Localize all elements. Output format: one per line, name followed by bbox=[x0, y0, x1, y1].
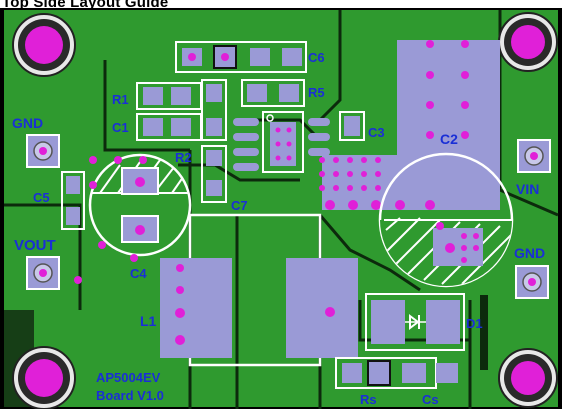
r2-footprint bbox=[201, 79, 227, 141]
d1-footprint bbox=[365, 293, 465, 351]
label-board-line2: Board V1.0 bbox=[96, 388, 164, 403]
label-c2: C2 bbox=[440, 131, 458, 147]
label-l1: L1 bbox=[140, 313, 157, 329]
gnd-terminal-right bbox=[515, 265, 549, 299]
label-vin: VIN bbox=[516, 181, 539, 197]
c5-footprint bbox=[61, 171, 85, 230]
gap-block bbox=[480, 295, 488, 370]
c2-neg-vias bbox=[436, 222, 479, 263]
label-d1: D1 bbox=[466, 316, 483, 331]
c2-input-pad bbox=[322, 40, 500, 210]
label-r5: R5 bbox=[308, 85, 325, 100]
mounting-hole-bottom-right bbox=[498, 348, 558, 408]
page-title: Top Side Layout Guide bbox=[2, 0, 169, 11]
l1-pad-right bbox=[286, 258, 358, 358]
ic-footprint bbox=[233, 111, 330, 173]
label-r1: R1 bbox=[112, 92, 129, 107]
l1-pad-left bbox=[160, 258, 232, 358]
l1-vias bbox=[175, 264, 335, 345]
label-vout: VOUT bbox=[14, 237, 56, 254]
label-c5: C5 bbox=[33, 190, 50, 205]
c4-vias bbox=[74, 156, 170, 284]
rs-cs-footprints bbox=[335, 357, 458, 389]
label-rs: Rs bbox=[360, 392, 377, 407]
label-gnd-right: GND bbox=[514, 245, 545, 261]
mounting-hole-top-right bbox=[498, 12, 558, 72]
r5-footprint bbox=[241, 79, 305, 107]
label-c1: C1 bbox=[112, 120, 129, 135]
label-cs: Cs bbox=[422, 392, 439, 407]
vin-terminal bbox=[517, 139, 551, 173]
c2-via-array bbox=[319, 40, 469, 210]
mounting-hole-bottom-left bbox=[12, 346, 76, 409]
label-c7: C7 bbox=[231, 198, 248, 213]
label-board-line1: AP5004EV bbox=[96, 370, 161, 385]
label-c3: C3 bbox=[368, 125, 385, 140]
label-gnd-left: GND bbox=[12, 115, 43, 131]
mounting-hole-top-left bbox=[12, 13, 76, 77]
vout-terminal bbox=[26, 256, 60, 290]
c7-footprint bbox=[201, 145, 227, 203]
gnd-terminal-left bbox=[26, 134, 60, 168]
label-r2: R2 bbox=[175, 150, 192, 165]
c3-footprint bbox=[339, 111, 365, 141]
c6-footprint bbox=[175, 41, 307, 73]
label-c6: C6 bbox=[308, 50, 325, 65]
label-c4: C4 bbox=[130, 266, 147, 281]
